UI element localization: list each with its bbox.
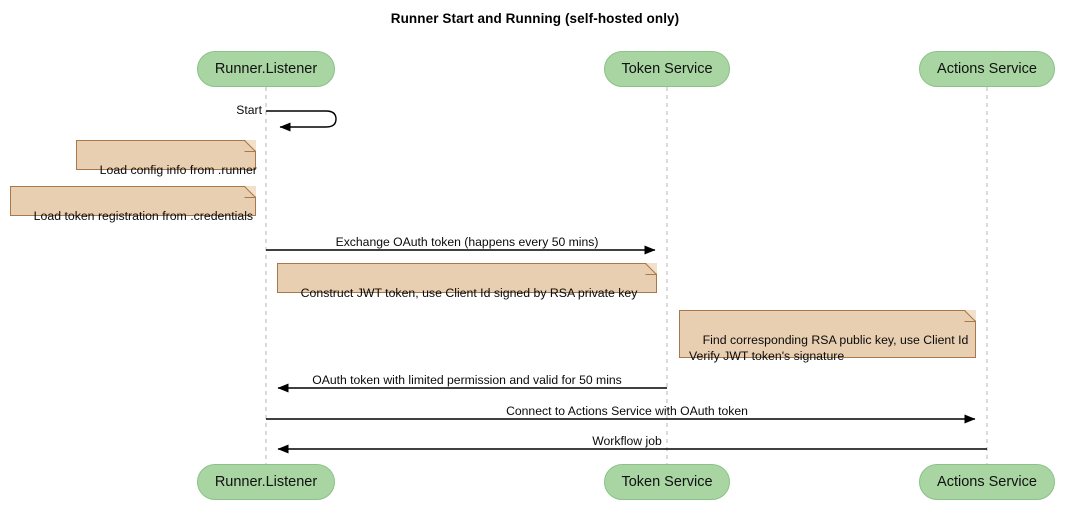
participant-label: Actions Service [937, 61, 1037, 77]
participant-actions-top[interactable]: Actions Service [919, 51, 1055, 87]
participant-runner-bottom[interactable]: Runner.Listener [197, 464, 335, 500]
note-fold-icon [245, 140, 256, 151]
message-label-oauth-response: OAuth token with limited permission and … [312, 373, 622, 387]
message-label-connect: Connect to Actions Service with OAuth to… [506, 404, 748, 418]
message-label-start: Start [236, 103, 262, 117]
participant-label: Token Service [621, 61, 713, 77]
message-arrows [266, 110, 987, 454]
note-construct-jwt: Construct JWT token, use Client Id signe… [277, 263, 657, 300]
page-title: Runner Start and Running (self-hosted on… [390, 11, 680, 26]
participant-token-bottom[interactable]: Token Service [604, 464, 730, 500]
note-fold-icon [646, 263, 657, 274]
note-text: Find corresponding RSA public key, use C… [689, 333, 969, 363]
note-load-config: Load config info from .runner [76, 140, 257, 177]
note-text: Construct JWT token, use Client Id signe… [300, 286, 638, 300]
participant-token-top[interactable]: Token Service [604, 51, 730, 87]
participant-runner-top[interactable]: Runner.Listener [197, 51, 335, 87]
lifelines [265, 87, 988, 464]
participant-label: Runner.Listener [214, 61, 318, 77]
note-load-token-registration: Load token registration from .credential… [10, 186, 256, 223]
note-verify-signature: Find corresponding RSA public key, use C… [679, 310, 976, 363]
note-fold-icon [965, 310, 976, 321]
participant-label: Actions Service [937, 474, 1037, 490]
arrow-start-self [266, 110, 337, 132]
note-fold-icon [245, 186, 256, 197]
note-text: Load config info from .runner [99, 163, 257, 177]
participant-actions-bottom[interactable]: Actions Service [919, 464, 1055, 500]
message-label-workflow: Workflow job [592, 434, 662, 448]
note-text: Load token registration from .credential… [33, 209, 254, 223]
participant-label: Token Service [621, 474, 713, 490]
message-label-exchange: Exchange OAuth token (happens every 50 m… [335, 235, 599, 249]
participant-label: Runner.Listener [214, 474, 318, 490]
